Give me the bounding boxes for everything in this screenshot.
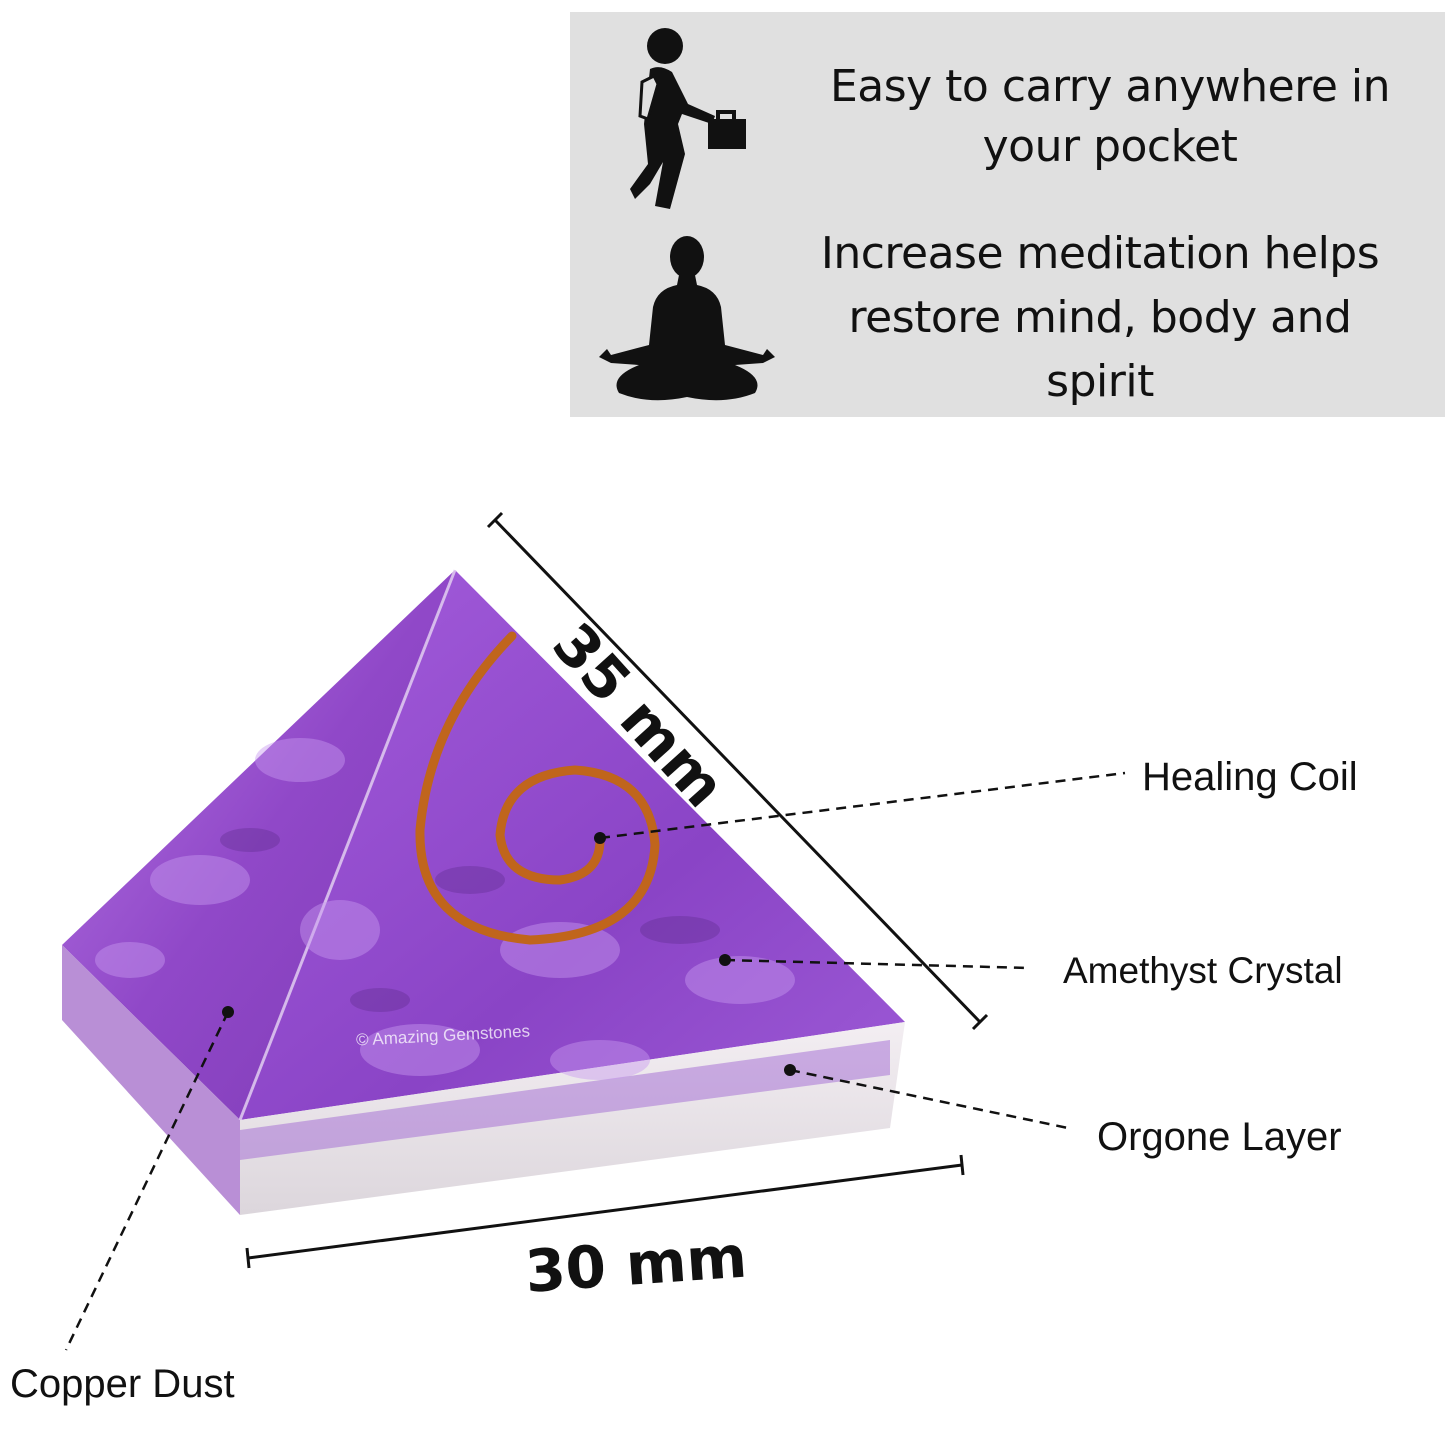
feature-line: spirit bbox=[1046, 356, 1154, 407]
feature-portable: Easy to carry anywhere in your pocket bbox=[570, 12, 1445, 212]
feature-line: your pocket bbox=[982, 121, 1238, 172]
orgone-layer-leader bbox=[789, 1068, 1069, 1130]
height-dimension-line bbox=[486, 511, 989, 1031]
healing-coil-dot bbox=[594, 832, 606, 844]
feature-text-meditation: Increase meditation helps restore mind, … bbox=[790, 222, 1410, 414]
healing-coil-label: Healing Coil bbox=[1142, 755, 1358, 799]
orgone-layer-dot bbox=[784, 1064, 796, 1076]
feature-line: restore mind, body and bbox=[848, 292, 1352, 343]
feature-meditation: Increase meditation helps restore mind, … bbox=[570, 212, 1445, 417]
walking-businessman-icon bbox=[630, 28, 746, 209]
copper-dust-label: Copper Dust bbox=[10, 1362, 235, 1406]
copper-dust-dot bbox=[222, 1006, 234, 1018]
feature-line: Easy to carry anywhere in bbox=[829, 61, 1391, 112]
feature-text-portable: Easy to carry anywhere in your pocket bbox=[800, 57, 1420, 177]
copper-coil bbox=[415, 631, 660, 945]
width-dimension-line bbox=[245, 1154, 965, 1269]
feature-line: Increase meditation helps bbox=[820, 228, 1380, 279]
meditation-pose-icon bbox=[599, 236, 775, 401]
orgone-layer-label: Orgone Layer bbox=[1097, 1115, 1342, 1159]
copper-dust-leader bbox=[64, 1011, 230, 1351]
healing-coil-leader bbox=[599, 771, 1126, 840]
amethyst-crystal-label: Amethyst Crystal bbox=[1063, 950, 1343, 991]
amethyst-crystal-dot bbox=[719, 954, 731, 966]
pyramid bbox=[62, 569, 905, 1215]
features-panel: Easy to carry anywhere in your pocket In… bbox=[570, 12, 1445, 417]
